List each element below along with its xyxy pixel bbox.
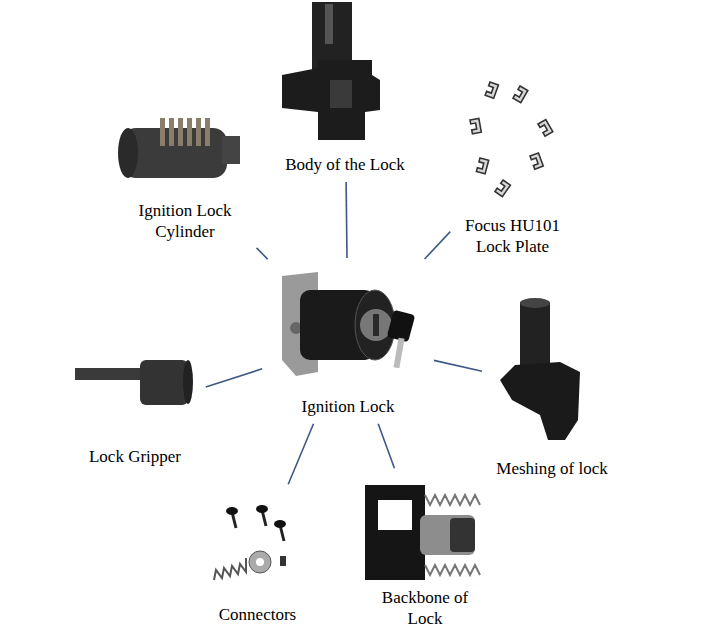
connectors-picture-shape	[226, 507, 238, 515]
connector-line	[288, 424, 313, 485]
connectors-picture-shape	[256, 505, 268, 513]
lock-body-picture	[282, 2, 380, 140]
part-group: Backbone of Lock	[355, 472, 495, 632]
part-label: Connectors	[205, 604, 310, 628]
lock-cylinder-picture	[118, 118, 240, 178]
lock-cylinder-picture-shape	[205, 118, 210, 146]
connector-line	[378, 424, 394, 468]
part-group: Ignition Lock	[266, 262, 430, 420]
connectors-picture-shape	[256, 558, 264, 566]
lock-gripper-picture	[75, 360, 193, 405]
lock-backbone-picture-shape	[425, 495, 480, 505]
lock-cylinder-picture-shape	[178, 118, 183, 146]
lock-meshing-picture	[500, 298, 580, 440]
lock-gripper-picture-shape	[140, 360, 188, 405]
connectors-picture	[214, 505, 286, 580]
ignition-lock-picture-shape	[355, 290, 395, 360]
ignition-lock-picture-shape	[393, 338, 404, 369]
part-label: Body of the Lock	[270, 154, 420, 178]
connector-line	[434, 360, 482, 371]
part-label: Ignition Lock Cylinder	[130, 200, 240, 245]
lock-gripper-picture-shape	[183, 360, 193, 404]
part-label: Ignition Lock	[268, 396, 428, 420]
ignition-lock-picture-shape	[360, 309, 392, 341]
lock-meshing-picture-shape	[520, 298, 550, 308]
connectors-picture-shape	[280, 556, 286, 566]
lock-backbone-picture-shape	[365, 485, 425, 580]
lock-backbone-picture	[365, 485, 480, 580]
lock-plates-picture-shape	[470, 118, 481, 133]
part-group: Focus HU101 Lock Plate	[453, 70, 572, 260]
lock-plates-picture-shape	[476, 158, 488, 174]
lock-backbone-picture-shape	[450, 518, 475, 552]
ignition-lock-picture-shape	[387, 310, 415, 343]
lock-plates-picture-shape	[513, 86, 528, 103]
lock-plates-picture-shape	[530, 153, 543, 169]
lock-meshing-picture-shape	[500, 362, 580, 440]
ignition-lock-picture	[282, 272, 415, 376]
lock-backbone-picture-shape	[425, 565, 480, 575]
connectors-picture-shape	[274, 520, 286, 528]
connectors-picture-shape	[214, 558, 246, 580]
connector-line	[257, 248, 268, 259]
connectors-picture-shape	[249, 551, 271, 573]
connector-line	[345, 182, 348, 258]
part-group: Ignition Lock Cylinder	[115, 105, 255, 245]
lock-cylinder-picture-shape	[118, 128, 138, 178]
part-group: Lock Gripper	[68, 350, 202, 470]
lock-cylinder-picture-shape	[196, 118, 201, 146]
lock-meshing-picture-shape	[520, 302, 550, 372]
part-label: Meshing of lock	[488, 458, 616, 482]
lock-cylinder-picture-shape	[160, 118, 165, 146]
part-label: Focus HU101 Lock Plate	[455, 215, 570, 260]
lock-backbone-picture-shape	[378, 500, 412, 530]
ignition-lock-picture-shape	[373, 314, 379, 336]
part-group: Body of the Lock	[268, 0, 422, 178]
lock-cylinder-picture-shape	[187, 118, 192, 146]
connector-line	[425, 232, 451, 259]
lock-plates-picture-shape	[485, 82, 498, 98]
lock-body-picture-shape	[330, 80, 352, 108]
lock-plates-picture-shape	[495, 180, 510, 197]
part-group: Meshing of lock	[486, 292, 618, 482]
lock-body-picture-shape	[325, 4, 333, 44]
lock-body-picture-shape	[282, 60, 380, 140]
part-group: Connectors	[203, 488, 312, 628]
lock-plates-picture-shape	[538, 120, 553, 137]
connector-line	[206, 369, 262, 387]
lock-gripper-picture-shape	[75, 368, 145, 380]
lock-backbone-picture-shape	[420, 515, 475, 555]
part-label: Backbone of Lock	[370, 587, 480, 632]
part-label: Lock Gripper	[70, 446, 200, 470]
lock-plates-picture	[470, 82, 553, 197]
lock-cylinder-picture-shape	[222, 136, 240, 164]
lock-cylinder-picture-shape	[169, 118, 174, 146]
